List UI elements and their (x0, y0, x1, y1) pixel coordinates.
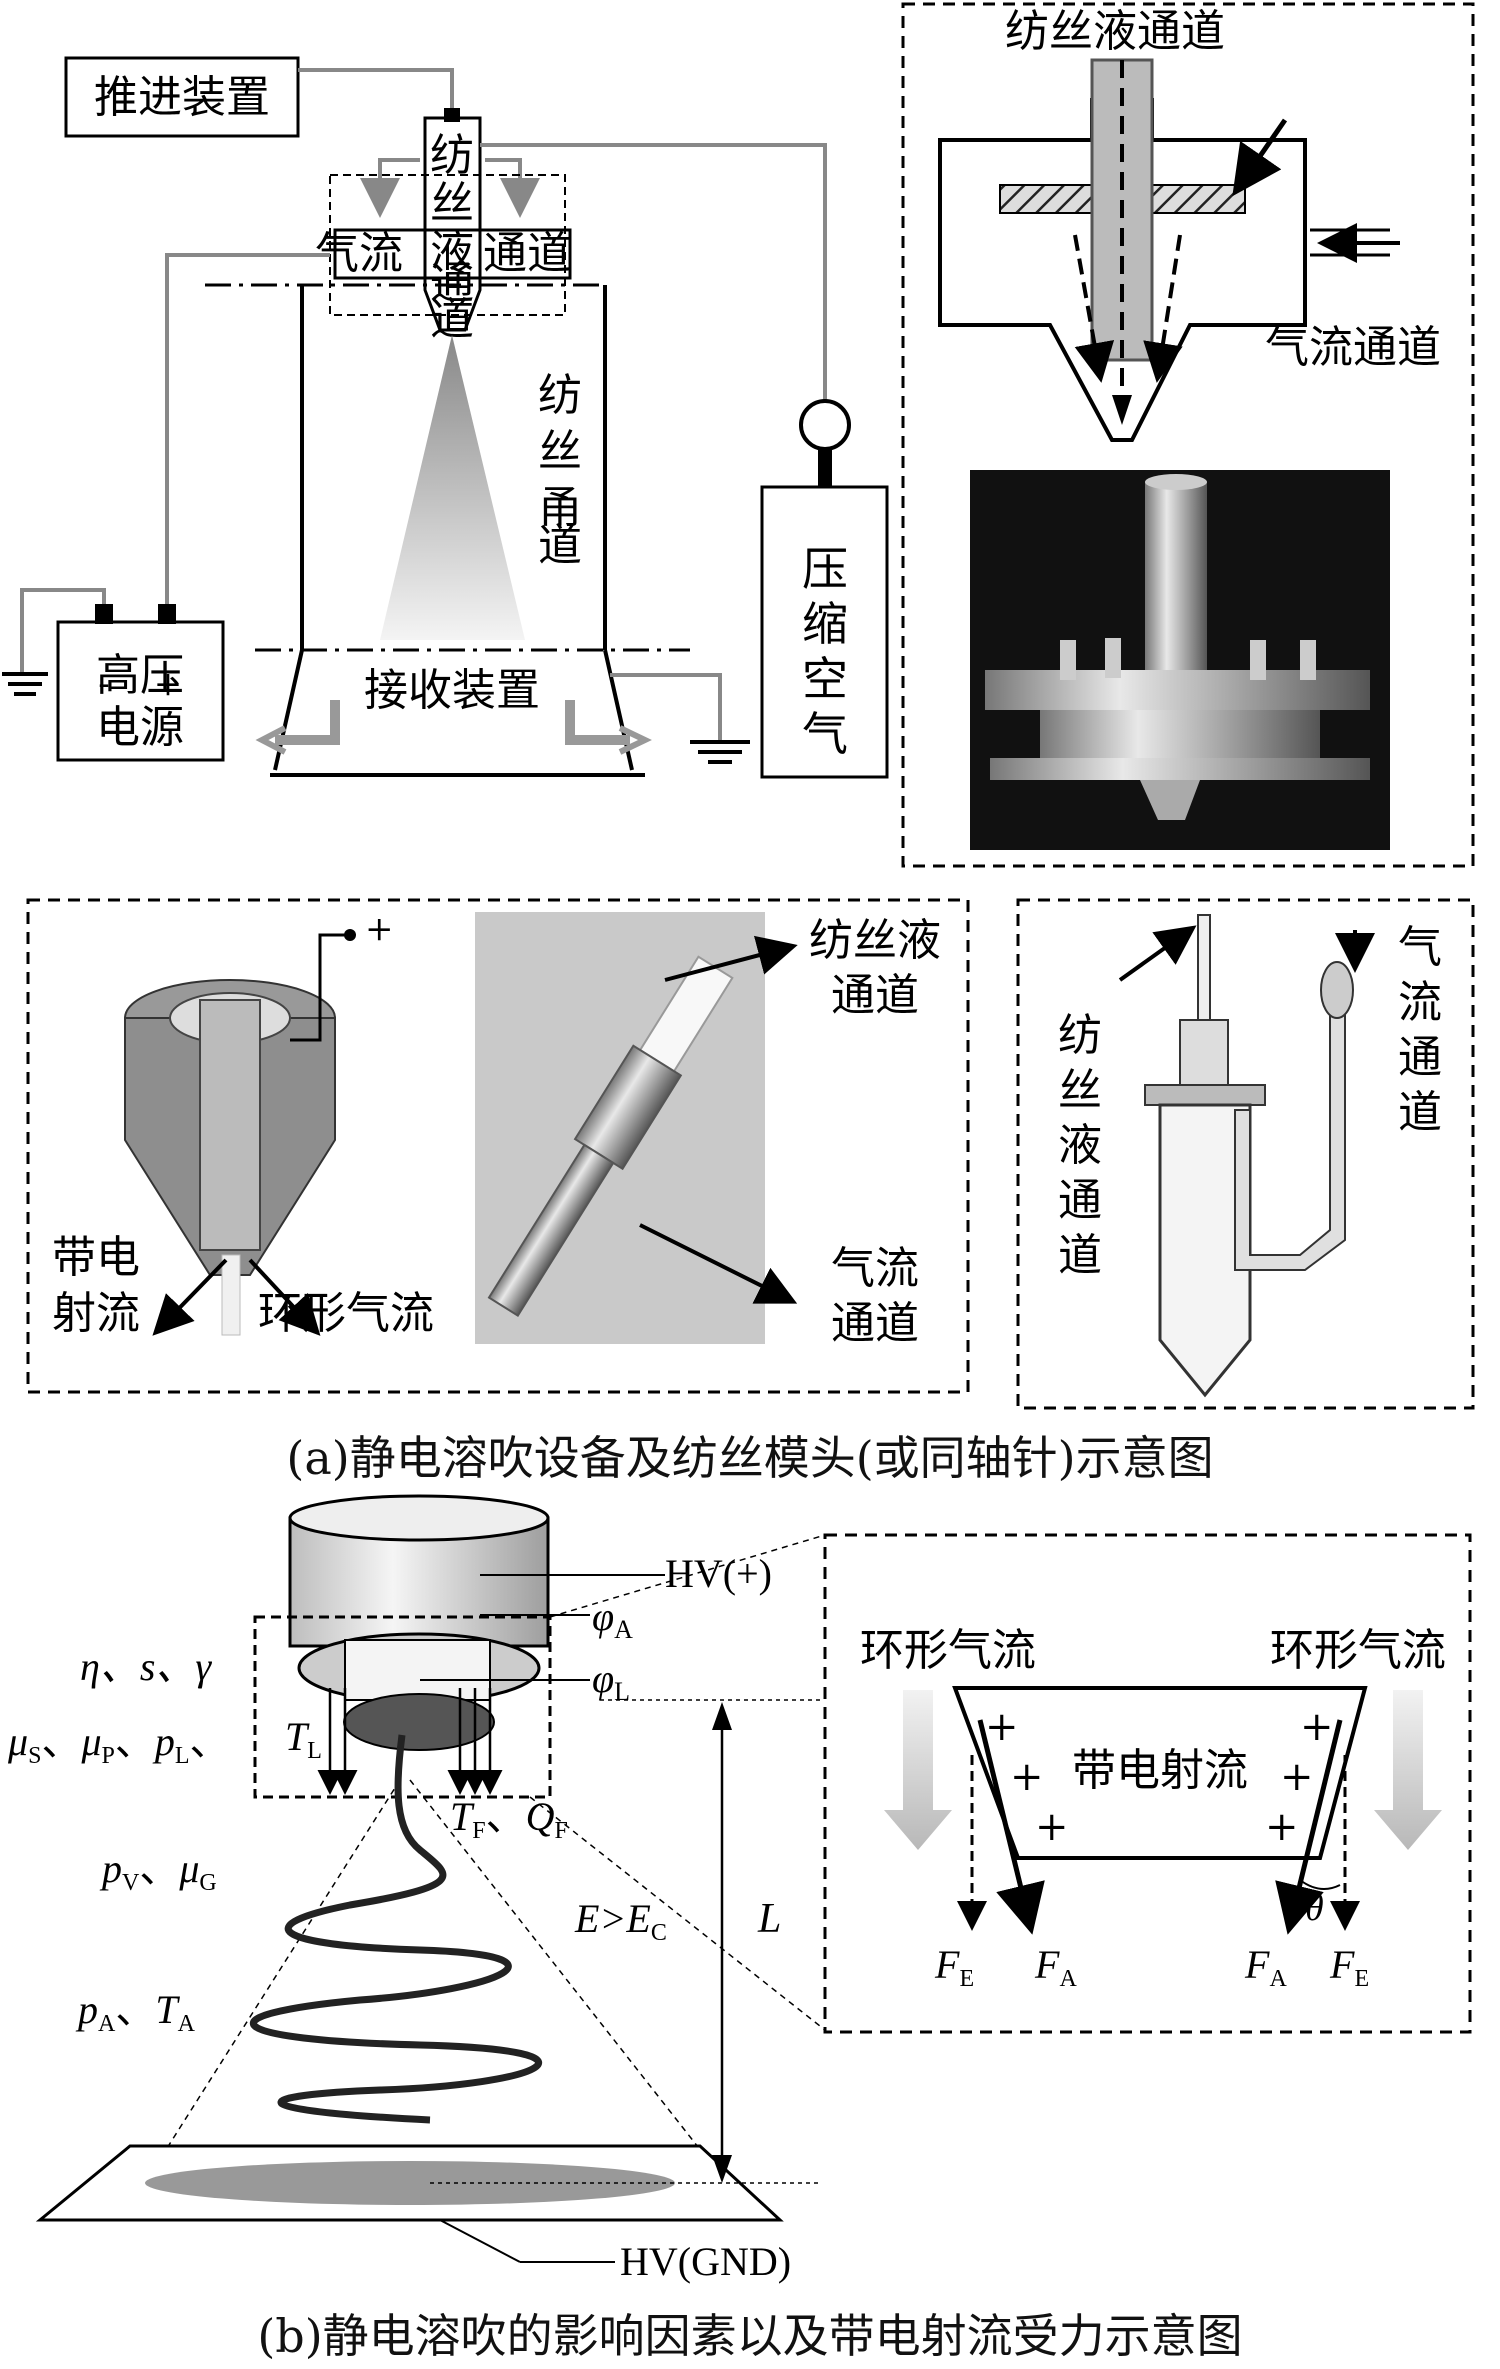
coaxial-air-channel-line-1: 气流 (831, 1243, 919, 1294)
air-arrow-left (884, 1690, 952, 1850)
annular-air-right-label: 环形气流 (1270, 1625, 1446, 1676)
viscosity-pressure-label: μS、μP、pL、 (7, 1719, 230, 1769)
charged-jet-line-2: 射流 (52, 1288, 140, 1339)
collector-label: 接收装置 (364, 665, 540, 716)
compressed-air-char-3: 空 (802, 652, 848, 706)
die-air-channel-label: 气流通道 (1265, 322, 1441, 373)
corridor-char-2: 丝 (538, 426, 582, 477)
hv-supply-box (56, 620, 225, 762)
spray-cone (380, 335, 525, 640)
die-inset: 纺丝液通道 气流通道 (901, 2, 1475, 868)
spin-channel-char-2: 丝 (430, 178, 474, 229)
needle-spin-char-3: 液 (1058, 1120, 1102, 1171)
needle-spin-char-4: 通 (1058, 1175, 1102, 1226)
needle-spin-char-1: 纺 (1058, 1010, 1102, 1061)
phi-a-label: φA (592, 1594, 633, 1644)
charge-plus-6: + (1265, 1804, 1299, 1850)
air-channel-right-label: 通道 (483, 228, 571, 279)
coaxial-inset: + 带电 射流 环形气流 纺丝液 通道 气流 通道 (26, 898, 970, 1394)
caption-b: (b)静电溶吹的影响因素以及带电射流受力示意图 (257, 2309, 1243, 2363)
f-a-right: FA (1244, 1942, 1287, 1992)
phi-l-label: φL (592, 1656, 630, 1706)
needle-inset: 纺 丝 液 通 道 气 流 通 道 (1016, 898, 1475, 1410)
needle-spin-char-5: 道 (1058, 1230, 1102, 1281)
spin-channel-char-1: 纺 (430, 130, 474, 181)
corridor-char-4: 道 (538, 520, 582, 571)
pusher-box (64, 56, 300, 138)
theta-label: θ (1305, 1887, 1324, 1929)
compressed-air-char-1: 压 (802, 542, 848, 596)
setup-schematic: 推进装置 纺 丝 液 通 道 气流 通道 纺 丝 甬 道 接收装置 (2, 56, 889, 779)
pusher-label: 推进装置 (94, 72, 270, 123)
exhaust-arrow-left (275, 700, 340, 745)
hv-supply-line-1: 高压 (96, 650, 184, 701)
charged-jet-label: 带电射流 (1072, 1745, 1248, 1796)
coaxial-plus: + (365, 909, 394, 949)
p-a-t-a-label: pA、TA (75, 1987, 196, 2037)
influence-diagram: HV(+) φA φL η、s、γ μS、μP、pL、 TL TF、QF pV、… (7, 1494, 826, 2284)
corridor-char-1: 纺 (538, 370, 582, 421)
f-e-right: FE (1329, 1942, 1369, 1992)
exhaust-arrow-right (565, 700, 630, 745)
annular-air-left-label: 环形气流 (860, 1625, 1036, 1676)
needle-air-char-1: 气 (1398, 922, 1442, 973)
spin-channel-char-3: 液 (430, 226, 474, 277)
charge-plus-1: + (985, 1704, 1019, 1750)
charge-plus-5: + (1280, 1754, 1314, 1800)
caption-a: (a)静电溶吹设备及纺丝模头(或同轴针)示意图 (286, 1431, 1214, 1485)
coaxial-spin-channel-line-1: 纺丝液 (809, 915, 941, 966)
annular-air-label: 环形气流 (258, 1288, 434, 1339)
hv-plus: + (154, 664, 183, 704)
whipping-jet (249, 1734, 543, 2124)
compressed-air-char-2: 缩 (802, 597, 848, 651)
needle-air-char-4: 道 (1398, 1087, 1442, 1138)
length-label: L (757, 1896, 781, 1942)
hv-plus-label: HV(+) (665, 1551, 772, 1596)
force-diagram: 环形气流 环形气流 带电射流 + + + + + + θ FE FA FA FE (823, 1533, 1472, 2034)
t-l-label: TL (285, 1714, 322, 1764)
f-a-left: FA (1034, 1942, 1077, 1992)
die-spin-channel-label: 纺丝液通道 (1005, 6, 1225, 57)
t-f-q-f-label: TF、QF (450, 1794, 568, 1844)
corridor-char-3: 甬 (538, 482, 582, 533)
pressure-gauge (799, 399, 851, 451)
material-params-label: η、s、γ (80, 1644, 212, 1689)
charged-jet-trapezoid (952, 1686, 1368, 1860)
e-critical-label: E>EC (574, 1896, 667, 1946)
needle-spin-char-2: 丝 (1058, 1065, 1102, 1116)
needle-air-char-3: 通 (1398, 1032, 1442, 1083)
f-e-left: FE (934, 1942, 974, 1992)
air-arrow-right (1374, 1690, 1442, 1850)
compressed-air-box (760, 485, 889, 779)
p-v-mu-g-label: pV、μG (99, 1846, 217, 1896)
charge-plus-4: + (1300, 1704, 1334, 1750)
charge-plus-3: + (1035, 1804, 1069, 1850)
charge-plus-2: + (1010, 1754, 1044, 1800)
hv-minus: - (98, 664, 110, 704)
charged-jet-line-1: 带电 (52, 1232, 140, 1283)
compressed-air-char-4: 气 (802, 707, 848, 761)
coaxial-spin-channel-line-2: 通道 (831, 970, 919, 1021)
needle-air-char-2: 流 (1398, 977, 1442, 1028)
coaxial-air-channel-line-2: 通道 (831, 1298, 919, 1349)
hv-gnd-label: HV(GND) (620, 2239, 791, 2284)
hv-supply-line-2: 电源 (96, 702, 184, 753)
